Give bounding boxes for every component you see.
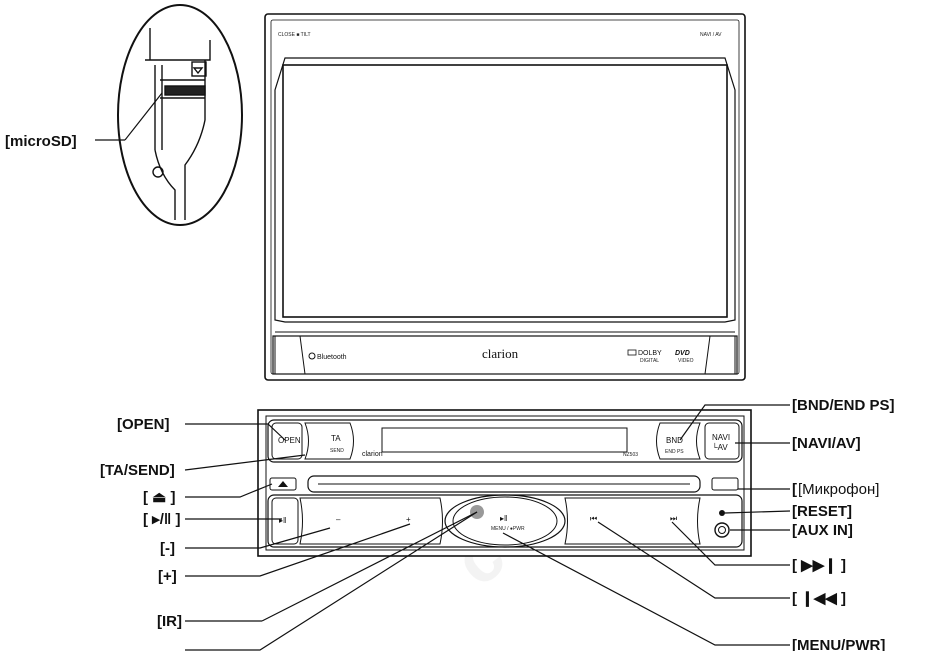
play-pause-button[interactable]: ▸‖ <box>279 516 286 525</box>
av-button[interactable]: └AV <box>712 442 728 452</box>
callout-ta-send: [TA/SEND] <box>100 462 175 479</box>
callout-mic-bracket: [ <box>792 481 797 498</box>
display-screen <box>282 64 728 318</box>
callout-microsd: [microSD] <box>5 133 77 150</box>
ta-button[interactable]: TA <box>331 434 341 443</box>
callout-play-pause: [ ▸/‖ ] <box>143 511 181 528</box>
callout-minus: [-] <box>160 540 175 557</box>
dvd-logo: DVD <box>675 350 690 357</box>
microsd-inset: [microSD] <box>5 4 243 226</box>
prev-button[interactable]: ⏮ <box>590 514 597 523</box>
bnd-button[interactable]: BND <box>666 436 683 445</box>
model-label: NZ503 <box>623 452 638 458</box>
callout-reset: [RESET] <box>792 503 852 520</box>
plus-button[interactable]: + <box>406 515 411 524</box>
top-right-tag: NAVI / AV <box>700 32 722 38</box>
next-button[interactable]: ⏭ <box>670 514 677 523</box>
ta-sub: SEND <box>330 448 344 454</box>
callout-menu-pwr: [MENU/PWR] <box>792 637 885 651</box>
panel-brand: clarion <box>362 451 383 458</box>
bnd-sub: END PS <box>665 449 684 455</box>
top-left-tag: CLOSE ■ TILT <box>278 32 311 38</box>
callout-open: [OPEN] <box>117 416 170 433</box>
dolby-sub: DIGITAL <box>640 358 659 364</box>
aux-in-jack <box>714 522 730 538</box>
callout-next: [ ▶▶❙ ] <box>792 557 846 574</box>
bluetooth-label: Bluetooth <box>317 354 347 361</box>
menu-button[interactable]: ▸‖ <box>500 514 507 523</box>
callout-navi-av: [NAVI/AV] <box>792 435 861 452</box>
callout-ir: [IR] <box>157 613 182 630</box>
left-leader-lines <box>184 423 478 651</box>
dolby-icon <box>627 349 637 356</box>
callout-eject: [ ⏏ ] <box>143 489 176 506</box>
navi-button[interactable]: NAVI <box>712 433 730 442</box>
callout-bnd-end-ps: [BND/END PS] <box>792 397 895 414</box>
front-panel: OPEN TA SEND clarion NZ503 BND END PS NA… <box>257 409 752 557</box>
dolby-label: DOLBY <box>638 350 662 357</box>
dvd-sub: VIDEO <box>678 358 694 364</box>
open-button[interactable]: OPEN <box>278 436 301 445</box>
eject-icon <box>278 481 288 487</box>
menu-sub: MENU / ●PWR <box>491 526 525 532</box>
right-leader-lines <box>502 404 791 646</box>
bluetooth-icon <box>308 352 316 360</box>
reset-button[interactable] <box>719 510 725 516</box>
callout-aux-in: [AUX IN] <box>792 522 853 539</box>
upper-unit: CLOSE ■ TILT NAVI / AV Bluetooth clarion… <box>264 13 746 381</box>
disc-slot <box>307 475 701 493</box>
minus-button[interactable]: – <box>336 515 341 524</box>
lcd-display <box>381 427 628 453</box>
callout-microphone: [Микрофон] <box>798 481 879 498</box>
brand-logo: clarion <box>482 346 519 361</box>
microphone <box>711 477 739 491</box>
callout-prev: [ ❙◀◀ ] <box>792 590 846 607</box>
callout-plus: [+] <box>158 568 177 585</box>
